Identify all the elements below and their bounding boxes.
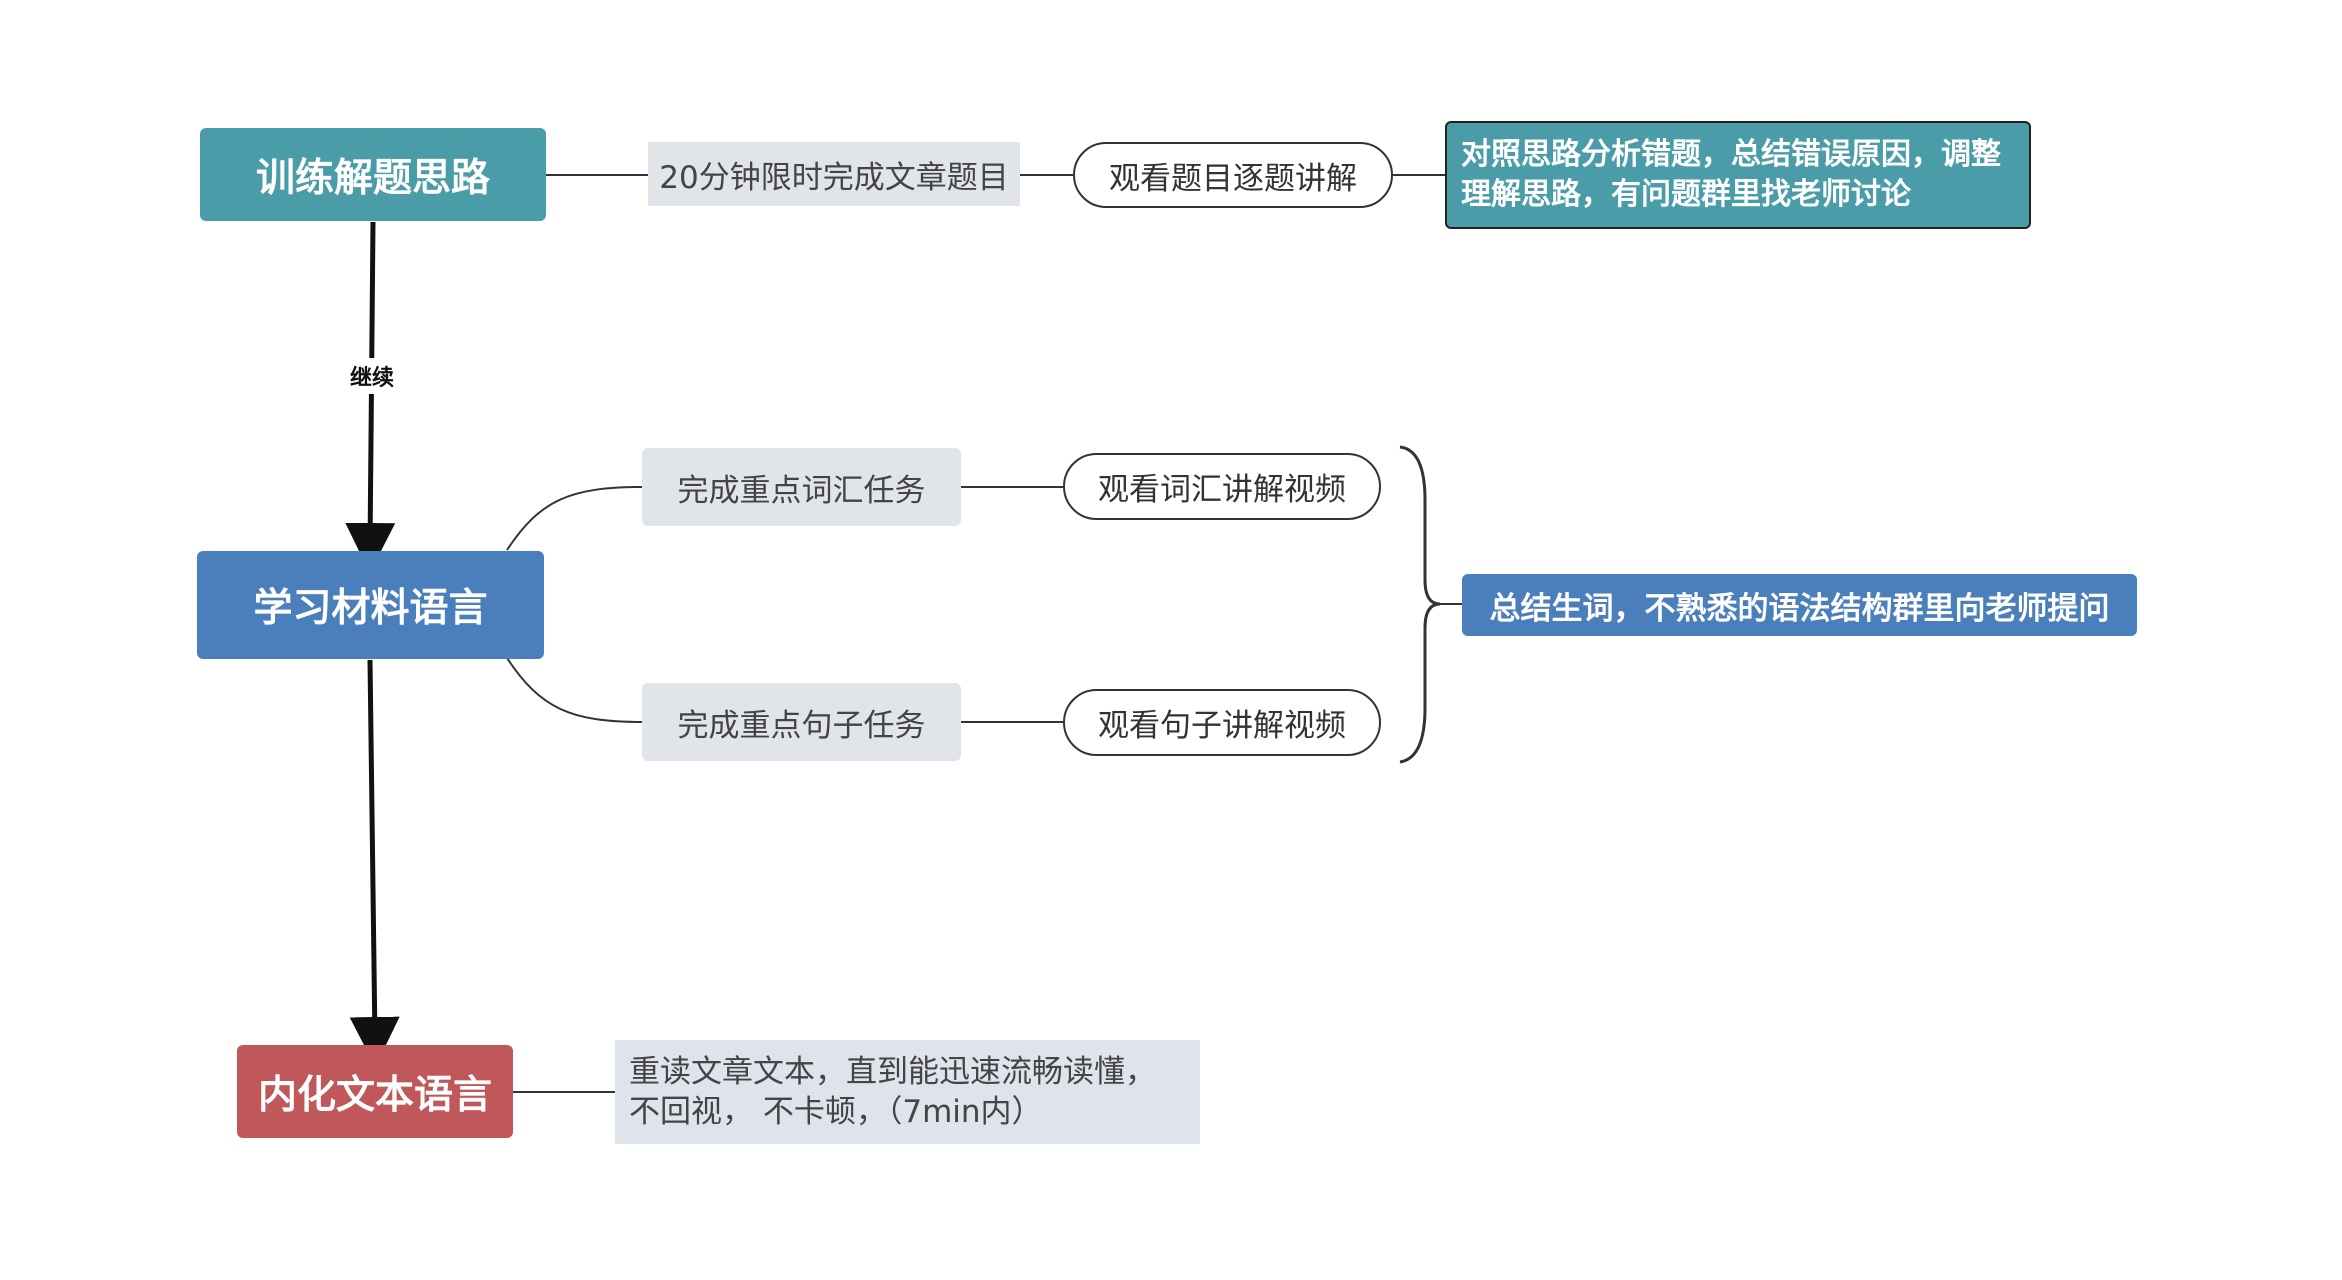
node-summary-questions[interactable]: 总结生词，不熟悉的语法结构群里向老师提问	[1462, 574, 2137, 636]
node-sentence-task[interactable]: 完成重点句子任务	[642, 683, 961, 761]
branch-study-sentence	[506, 657, 643, 723]
node-vocab-task[interactable]: 完成重点词汇任务	[642, 448, 961, 526]
branch-study-vocab	[506, 486, 643, 551]
node-analyze-errors[interactable]: 对照思路分析错题，总结错误原因，调整理解思路，有问题群里找老师讨论	[1445, 121, 2031, 229]
arrow-study-to-internalize	[349, 659, 400, 1067]
node-sentence-video[interactable]: 观看句子讲解视频	[1063, 689, 1381, 756]
summary-bracket	[1399, 445, 1441, 764]
node-reread-text[interactable]: 重读文章文本，直到能迅速流畅读懂，不回视， 不卡顿，（7min内）	[615, 1040, 1200, 1144]
node-internalize-text-language[interactable]: 内化文本语言	[237, 1045, 513, 1138]
node-watch-explanations[interactable]: 观看题目逐题讲解	[1073, 142, 1393, 208]
node-train-solving-thinking[interactable]: 训练解题思路	[200, 128, 546, 221]
node-study-material-language[interactable]: 学习材料语言	[197, 551, 544, 659]
node-timed-task[interactable]: 20分钟限时完成文章题目	[648, 142, 1020, 206]
node-vocab-video[interactable]: 观看词汇讲解视频	[1063, 453, 1381, 520]
edge-label-continue: 继续	[346, 358, 399, 394]
